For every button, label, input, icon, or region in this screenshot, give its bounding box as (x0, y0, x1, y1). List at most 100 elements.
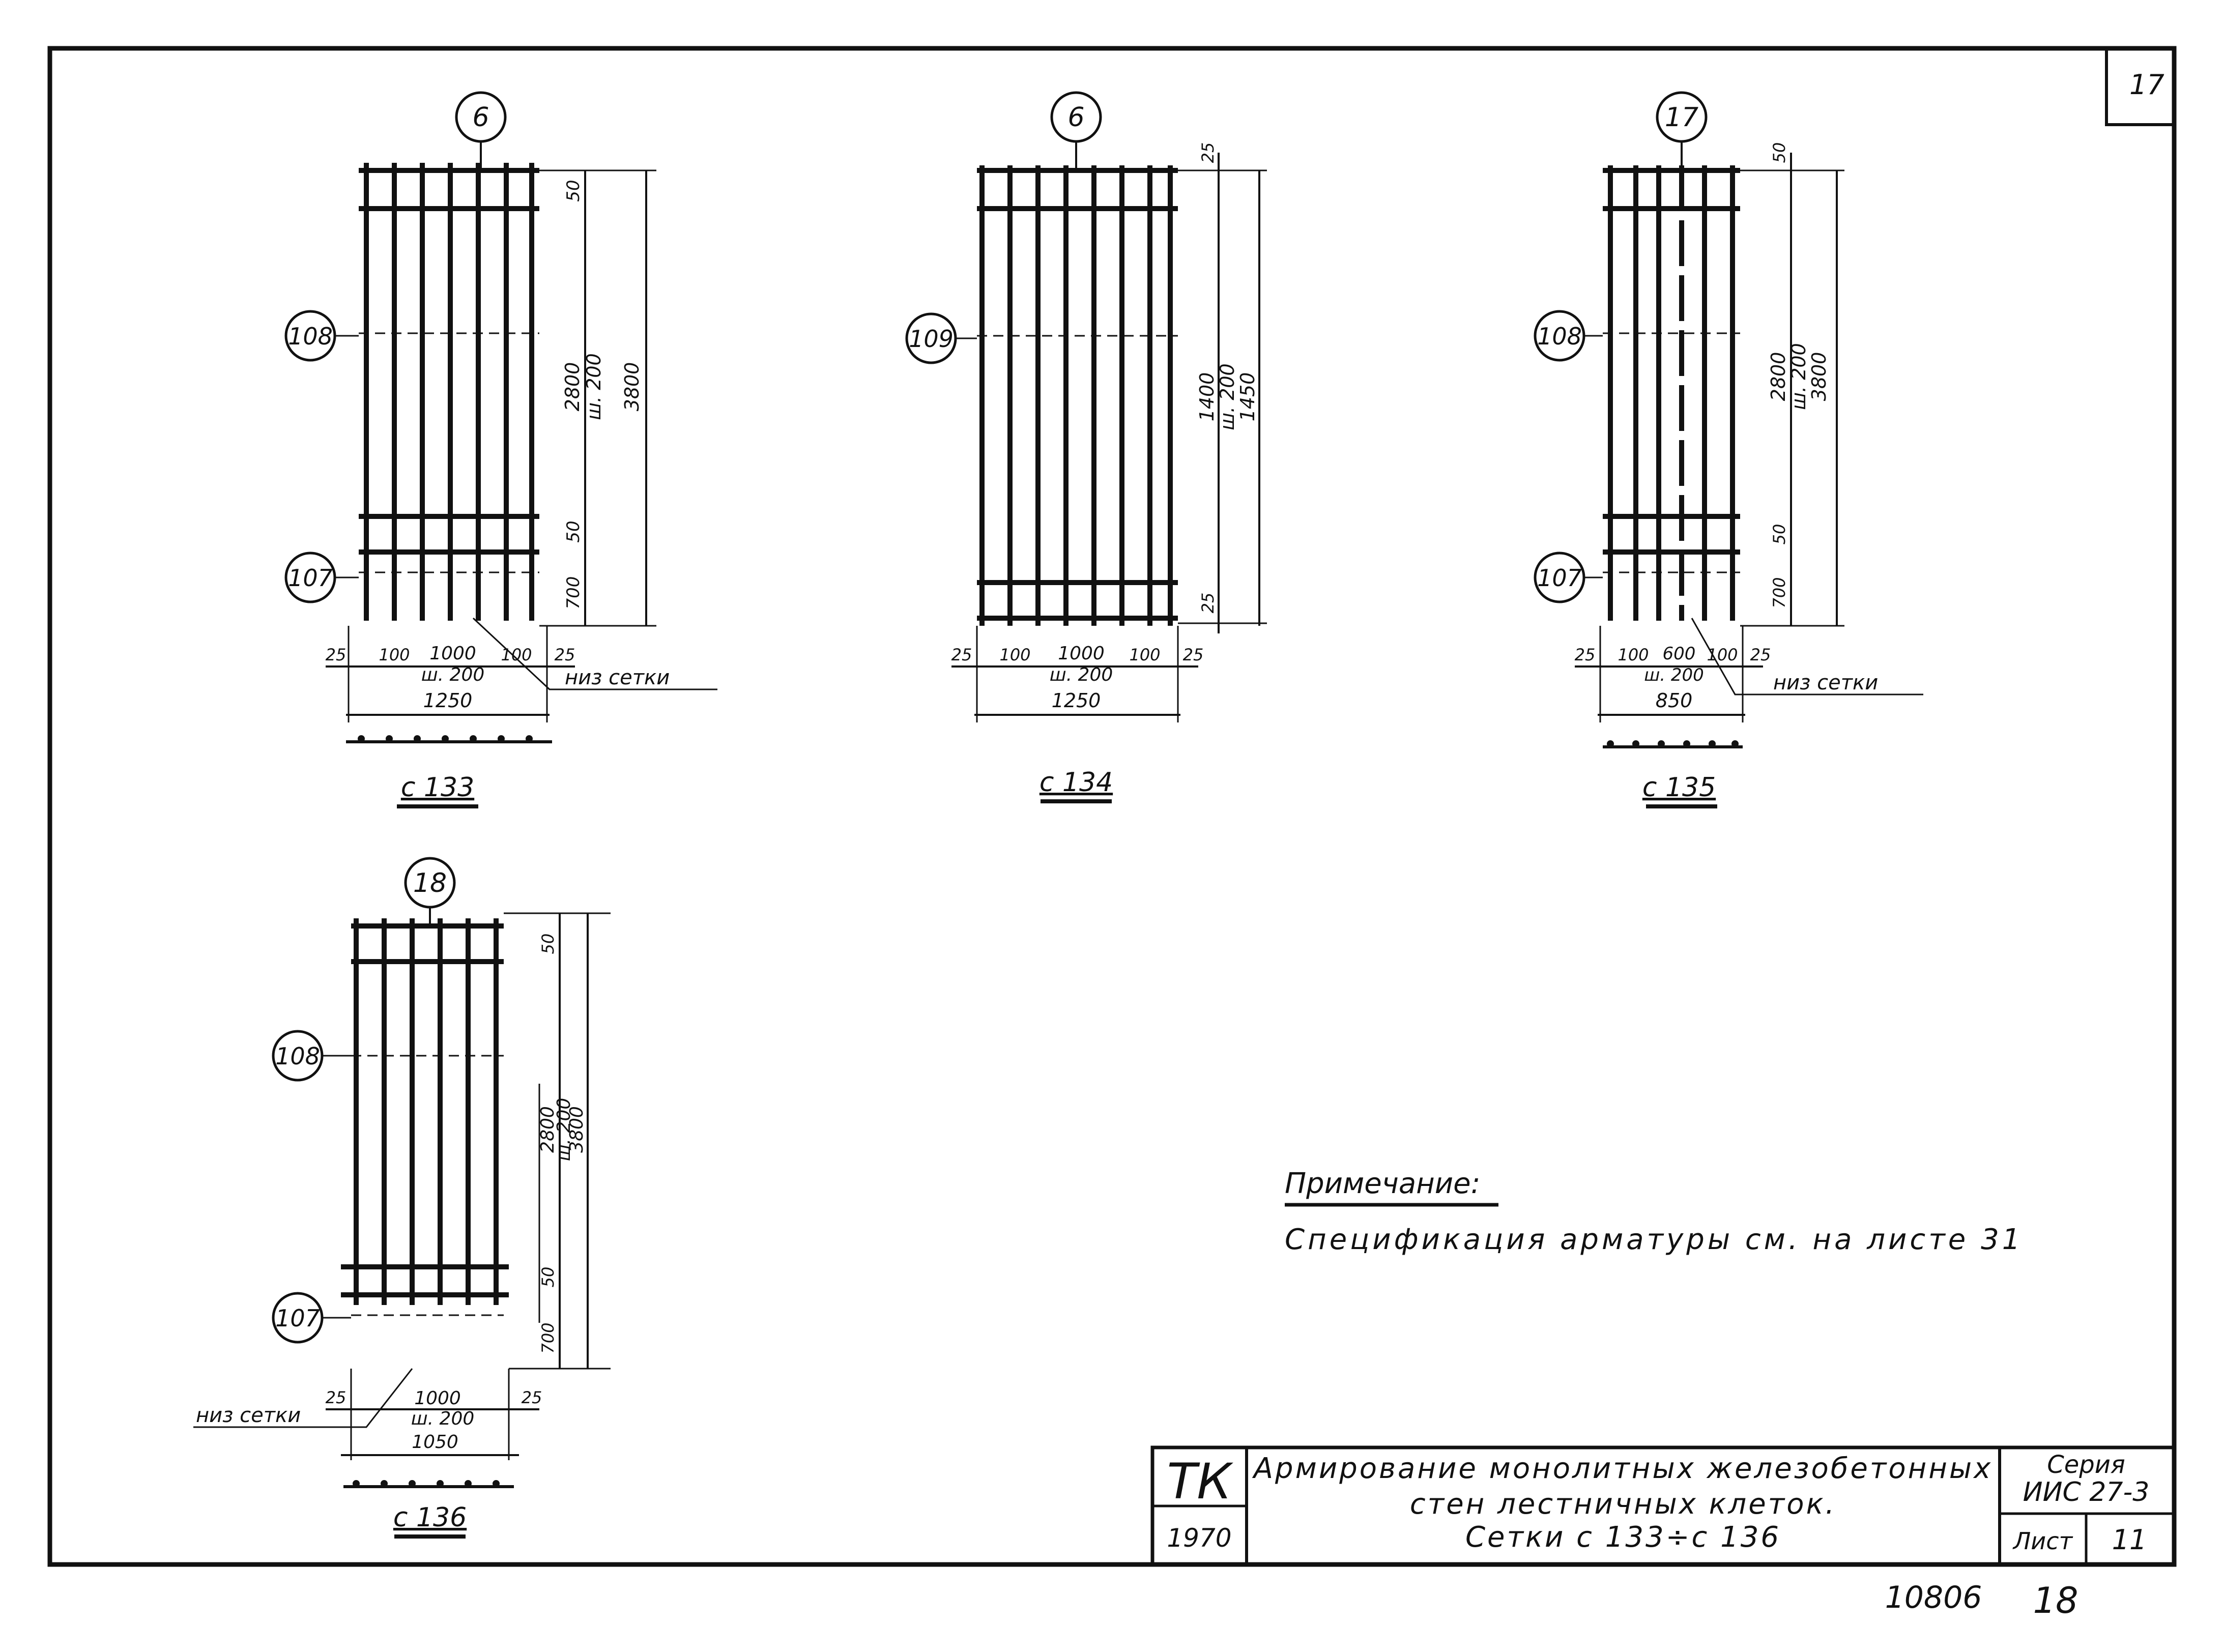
svg-text:50: 50 (1770, 142, 1789, 163)
svg-text:100: 100 (999, 645, 1030, 664)
title-block-series-value: ИИС 27-3 (2023, 1477, 2150, 1508)
title-block-sheet-value: 11 (2112, 1524, 2147, 1556)
sheet-frame (47, 46, 2177, 1567)
mesh-c134-grid (977, 165, 1178, 626)
title-block-title-line2: стен лестничных клеток. (1410, 1488, 1836, 1521)
mesh-c136-vertical-dimensions: 50 2800 ш. 200 3800 50 700 (504, 912, 611, 1370)
svg-text:107: 107 (288, 564, 333, 592)
title-block-sheet-label: Лист (2012, 1527, 2073, 1555)
svg-text:25: 25 (1198, 593, 1218, 614)
svg-text:6: 6 (1067, 102, 1084, 133)
svg-text:ш. 200: ш. 200 (421, 664, 485, 685)
svg-text:25: 25 (1575, 645, 1596, 664)
svg-text:100: 100 (1707, 645, 1738, 664)
corner-page-box: 17 (2105, 48, 2174, 126)
mesh-c136-callout-bottom: 107 (272, 1292, 351, 1344)
bottom-page-number: 18 (2033, 1580, 2078, 1621)
mesh-c136-grid (341, 918, 509, 1316)
svg-text:108: 108 (275, 1042, 320, 1070)
svg-text:25: 25 (1183, 645, 1204, 664)
svg-text:50: 50 (538, 934, 558, 954)
mesh-c135-callout-top: 17 (1656, 91, 1708, 170)
svg-text:2800: 2800 (561, 362, 584, 412)
mesh-c136-callout-top: 18 (404, 857, 456, 926)
svg-text:низ сетки: низ сетки (196, 1404, 301, 1427)
svg-text:низ сетки: низ сетки (565, 666, 670, 689)
svg-text:25: 25 (522, 1388, 542, 1407)
svg-text:1000: 1000 (429, 643, 476, 664)
svg-text:ш. 200: ш. 200 (1787, 343, 1810, 410)
svg-text:100: 100 (1129, 645, 1160, 664)
mesh-c136-label: с 136 (393, 1502, 467, 1533)
svg-text:50: 50 (563, 520, 584, 542)
mesh-c134-horizontal-dimensions: 25 100 1000 ш. 200 100 25 1250 (951, 626, 1204, 722)
svg-text:1250: 1250 (1052, 689, 1101, 712)
svg-text:ш. 200: ш. 200 (583, 353, 605, 420)
title-block-org: ТК (1167, 1453, 1234, 1510)
svg-text:700: 700 (1770, 577, 1789, 608)
svg-text:низ сетки: низ сетки (1773, 671, 1878, 694)
svg-text:3800: 3800 (621, 362, 643, 412)
svg-text:18: 18 (413, 868, 447, 899)
svg-text:50: 50 (563, 180, 584, 201)
mesh-c133-bottom-note: низ сетки (472, 617, 717, 690)
mesh-c134: 6 109 25 140 (905, 91, 1267, 803)
svg-text:ш. 200: ш. 200 (1216, 363, 1238, 430)
mesh-c133-grid (359, 163, 539, 621)
svg-text:25: 25 (326, 1388, 347, 1407)
svg-text:ш. 200: ш. 200 (1050, 664, 1113, 685)
mesh-c133-label: с 133 (401, 772, 474, 803)
svg-text:1000: 1000 (1058, 643, 1105, 664)
svg-text:3800: 3800 (566, 1106, 587, 1153)
svg-text:850: 850 (1656, 689, 1693, 712)
svg-text:2800: 2800 (537, 1106, 558, 1153)
svg-text:25: 25 (555, 645, 575, 664)
svg-text:25: 25 (951, 645, 972, 664)
mesh-c136: 18 108 107 (193, 857, 611, 1539)
svg-text:1000: 1000 (414, 1388, 461, 1409)
title-block-title-line1: Армирование монолитных железобетонных (1252, 1452, 1993, 1485)
svg-text:ш. 200: ш. 200 (554, 1098, 574, 1162)
mesh-c134-vertical-dimensions: 25 1400 ш. 200 1450 25 (1178, 142, 1267, 633)
mesh-c135-callout-bottom: 107 (1534, 552, 1603, 603)
title-block-series-label: Серия (2047, 1451, 2125, 1479)
mesh-c135-bottom-note: низ сетки (1691, 618, 1923, 695)
mesh-c133-section-dots (346, 735, 552, 743)
svg-text:50: 50 (538, 1267, 558, 1288)
svg-text:100: 100 (1618, 645, 1649, 664)
svg-text:107: 107 (1537, 564, 1582, 592)
svg-text:109: 109 (909, 325, 954, 353)
svg-text:1250: 1250 (423, 689, 473, 712)
svg-text:108: 108 (1537, 323, 1582, 350)
mesh-c135-vertical-dimensions: 50 2800 ш. 200 3800 50 700 (1740, 142, 1844, 627)
mesh-c135-section-dots (1603, 740, 1743, 748)
note-text: Спецификация арматуры см. на листе 31 (1285, 1223, 2023, 1256)
mesh-c135-grid (1603, 165, 1740, 621)
mesh-c135: 17 108 107 (1534, 91, 1923, 808)
mesh-c133-callout-mid: 108 (284, 310, 359, 362)
mesh-c133-horizontal-dimensions: 25 100 1000 ш. 200 100 25 1250 (326, 626, 575, 722)
corner-page-number: 17 (2129, 69, 2164, 101)
title-block: ТК 1970 Армирование монолитных железобет… (1150, 1445, 2174, 1564)
mesh-c135-label: с 135 (1642, 772, 1716, 803)
drawing-note: Примечание: Спецификация арматуры см. на… (1285, 1167, 2023, 1256)
svg-text:ш. 200: ш. 200 (411, 1408, 475, 1429)
mesh-c133-vertical-dimensions: 50 2800 ш. 200 3800 50 700 (539, 169, 656, 627)
title-block-year: 1970 (1167, 1523, 1231, 1553)
mesh-c134-callout-top: 6 (1050, 91, 1102, 170)
svg-text:6: 6 (472, 102, 489, 133)
svg-text:17: 17 (1665, 102, 1698, 133)
mesh-c136-horizontal-dimensions: 25 1000 ш. 200 25 1050 (326, 1369, 542, 1460)
svg-text:700: 700 (538, 1322, 558, 1353)
svg-text:1050: 1050 (412, 1432, 458, 1453)
svg-text:1400: 1400 (1196, 372, 1218, 422)
svg-text:1450: 1450 (1236, 372, 1259, 422)
registration-number: 10806 (1885, 1580, 1982, 1615)
svg-text:600: 600 (1663, 644, 1696, 664)
mesh-c136-callout-mid: 108 (272, 1030, 351, 1082)
svg-text:700: 700 (563, 576, 584, 610)
svg-text:107: 107 (275, 1305, 320, 1332)
svg-text:100: 100 (379, 645, 410, 664)
svg-text:108: 108 (288, 323, 333, 350)
